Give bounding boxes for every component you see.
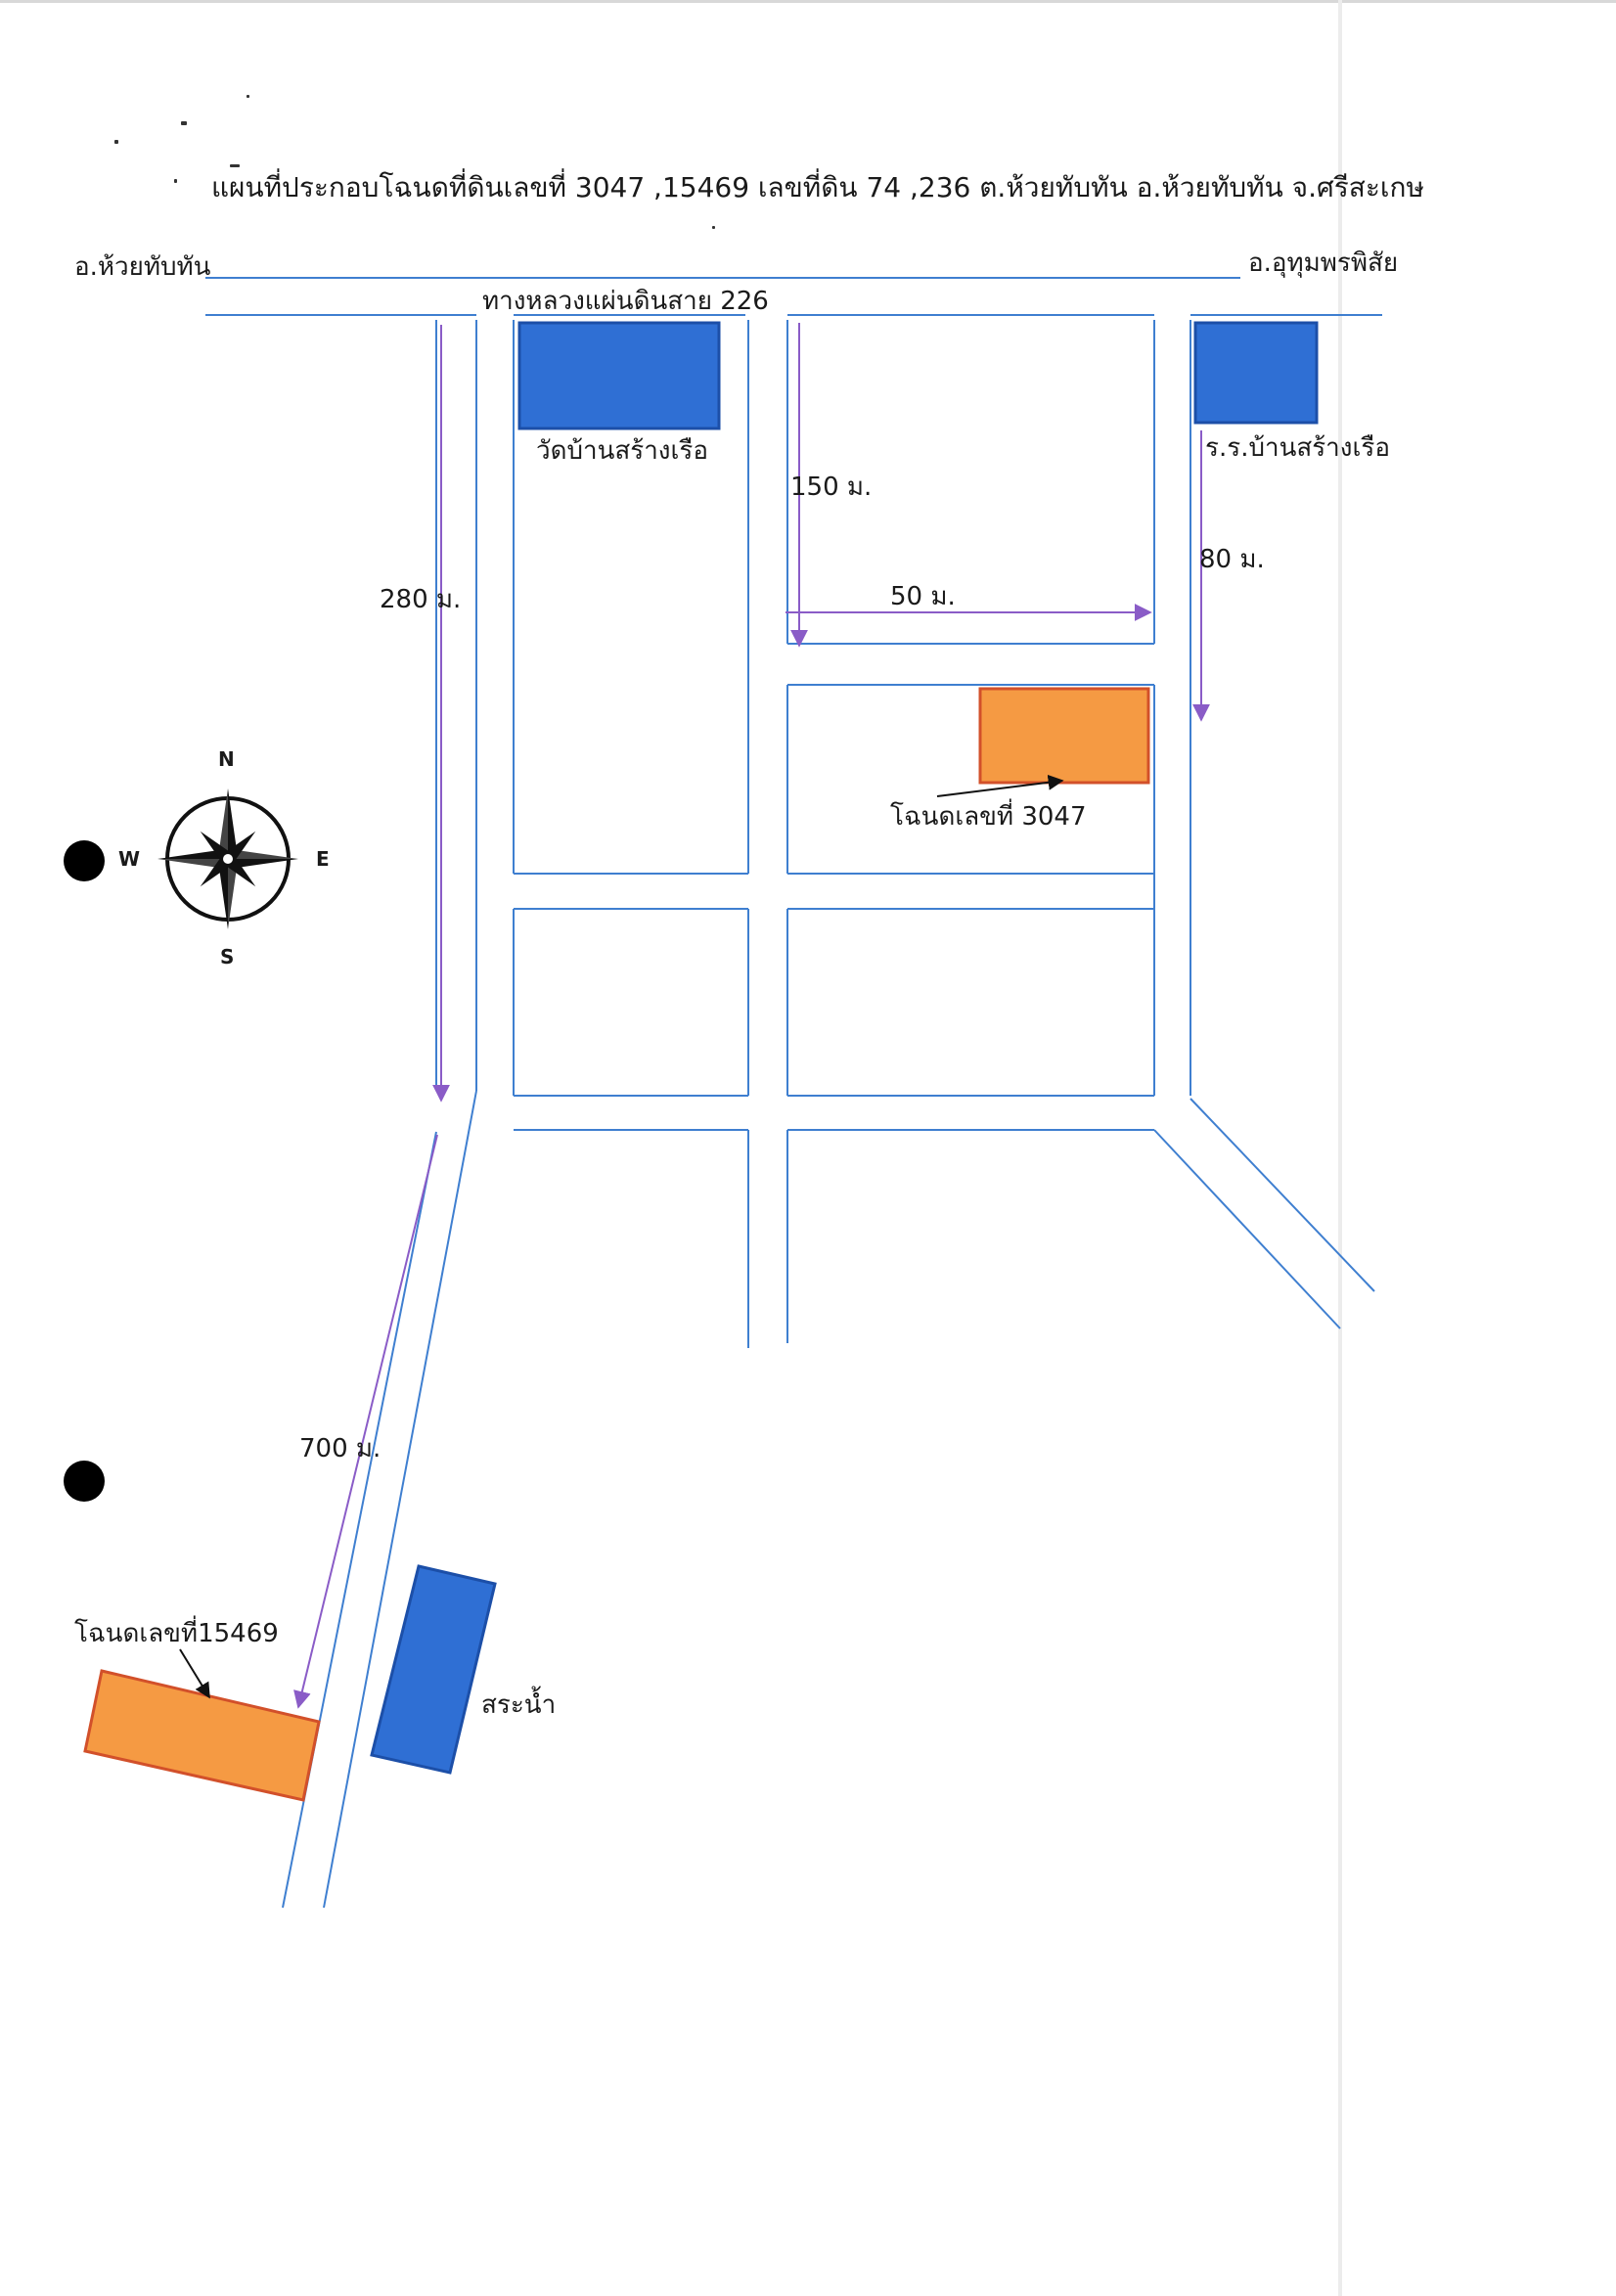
scan-speck <box>114 140 118 144</box>
direction-right-label: อ.อุทุมพรพิสัย <box>1248 248 1399 278</box>
pond-block <box>370 1564 497 1775</box>
east-soi <box>1153 320 1375 1329</box>
distance-150-label: 150 ม. <box>790 473 873 502</box>
distance-arrows <box>293 323 1210 1709</box>
compass-w-label: W <box>118 847 141 871</box>
cross-lanes <box>514 643 1154 1131</box>
scan-speck <box>174 179 177 183</box>
arrow-700 <box>293 1134 438 1709</box>
scan-speck <box>181 121 187 125</box>
compass-e-label: E <box>316 847 330 871</box>
parcel-3047-label: โฉนดเลขที่ 3047 <box>890 802 1087 832</box>
punch-hole-upper <box>64 840 105 881</box>
temple-label: วัดบ้านสร้างเรือ <box>536 436 708 466</box>
highway-226 <box>205 277 1382 316</box>
scan-speck <box>230 164 240 167</box>
punch-hole-lower <box>64 1461 105 1502</box>
distance-280-label: 280 ม. <box>380 585 462 614</box>
direction-left-label: อ.ห้วยทับทัน <box>74 252 211 282</box>
map-title: แผนที่ประกอบโฉนดที่ดินเลขที่ 3047 ,15469… <box>211 171 1424 203</box>
parcel-15469-label: โฉนดเลขที่15469 <box>74 1619 279 1648</box>
parcel-15469-pointer <box>179 1648 210 1699</box>
parcel-3047 <box>978 687 1150 785</box>
compass-rose <box>157 788 298 929</box>
parcel-15469 <box>83 1669 321 1802</box>
distance-700-label: 700 ม. <box>299 1434 382 1463</box>
distance-50-label: 50 ม. <box>890 582 956 611</box>
scan-edge-top <box>0 0 1616 3</box>
road-name-label: ทางหลวงแผ่นดินสาย 226 <box>482 287 769 316</box>
compass-n-label: N <box>218 747 235 771</box>
distance-80-label: 80 ม. <box>1199 545 1265 574</box>
school-block <box>1193 321 1319 425</box>
scan-edge-right <box>1338 0 1342 2296</box>
parcel-3047-pointer <box>936 774 1064 797</box>
temple-block <box>517 321 721 430</box>
compass-s-label: S <box>220 945 235 968</box>
pond-label: สระน้ำ <box>481 1690 557 1720</box>
scan-speck <box>247 95 249 98</box>
scan-speck <box>712 226 715 229</box>
middle-soi <box>513 320 788 1348</box>
school-label: ร.ร.บ้านสร้างเรือ <box>1205 433 1390 463</box>
